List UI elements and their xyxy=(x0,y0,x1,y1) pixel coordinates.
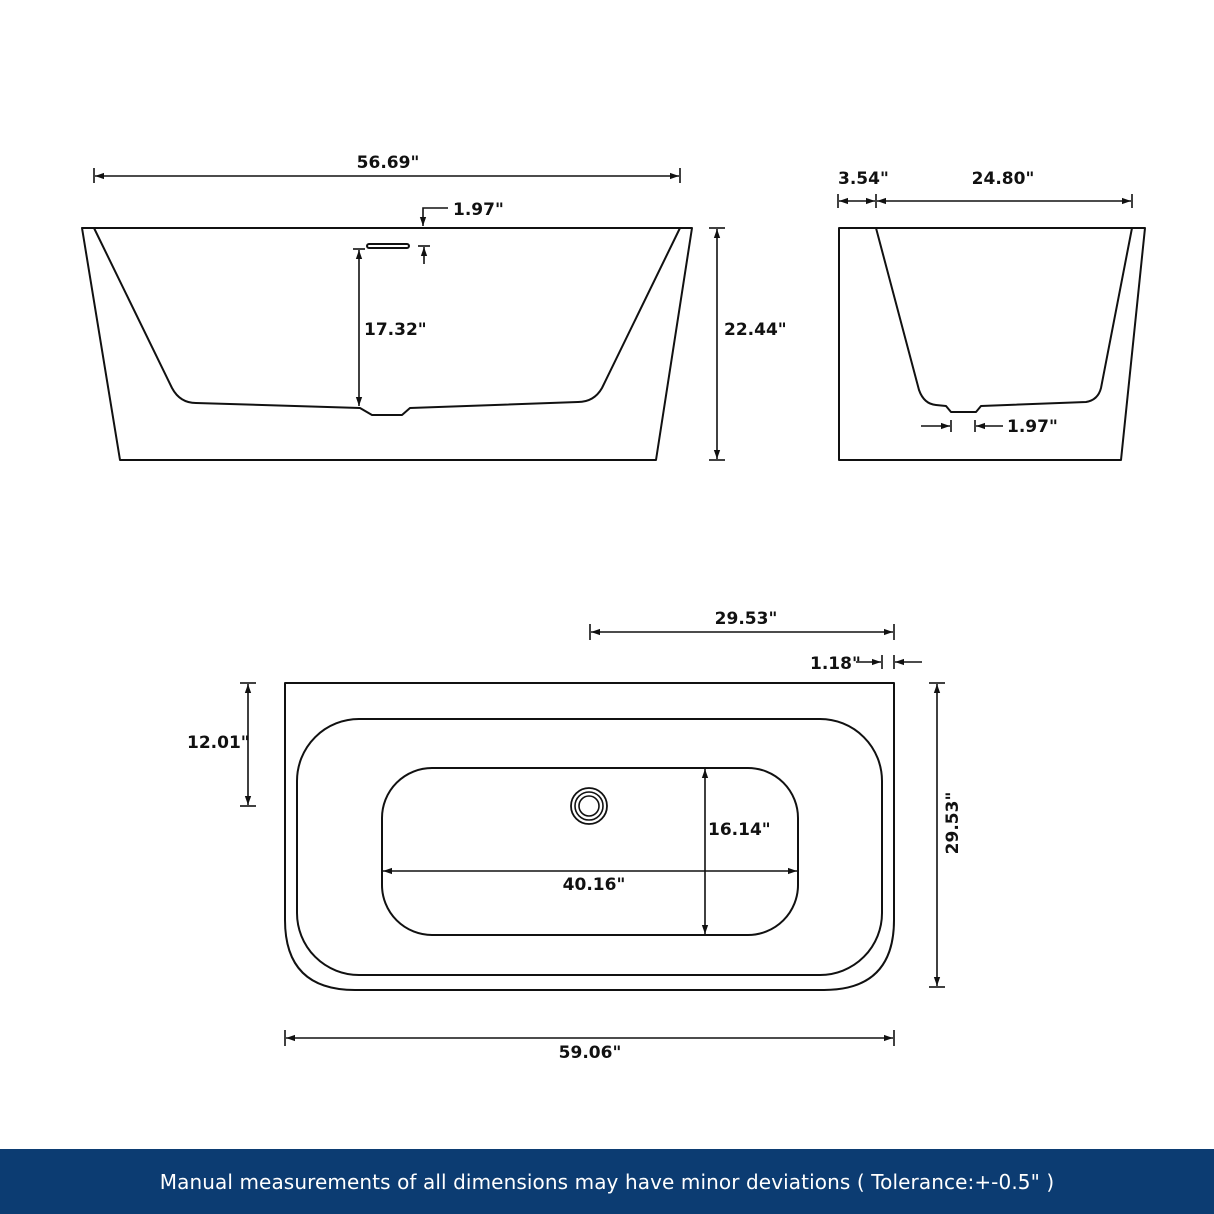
rim-offset-label: 3.54" xyxy=(838,169,889,189)
front-length-label: 56.69" xyxy=(357,153,420,173)
front-outer-shell xyxy=(81,227,693,461)
overall-length-label: 59.06" xyxy=(559,1043,622,1063)
side-outer-shell xyxy=(838,227,1146,461)
overall-height-label: 22.44" xyxy=(724,320,787,340)
drain-icon xyxy=(570,787,608,825)
overflow-slot xyxy=(366,243,410,249)
basin-width-label: 16.14" xyxy=(708,820,771,840)
side-inner-basin xyxy=(875,227,1133,413)
top-inner-rim xyxy=(296,718,883,976)
inner-width-label: 24.80" xyxy=(972,169,1035,189)
tolerance-banner: Manual measurements of all dimensions ma… xyxy=(0,1149,1214,1214)
drain-offset-label: 12.01" xyxy=(187,733,250,753)
inner-depth-label: 17.32" xyxy=(364,320,427,340)
top-basin xyxy=(381,767,799,936)
wall-thickness-label: 1.18" xyxy=(810,654,861,674)
top-view: 29.53" 1.18" 12.01" 29.53" 16.14" 40.16"… xyxy=(187,609,963,1063)
drain-to-edge-label: 29.53" xyxy=(715,609,778,629)
top-outer-rim xyxy=(284,682,895,991)
drain-width-label: 1.97" xyxy=(1007,417,1058,437)
tolerance-note: Manual measurements of all dimensions ma… xyxy=(159,1169,1055,1194)
bathtub-dimension-drawing: 56.69" 1.97" 17.32" 22.44" 3.54" 24.80" … xyxy=(81,153,1146,1063)
side-view: 3.54" 24.80" 1.97" xyxy=(837,169,1146,461)
overflow-height-label: 1.97" xyxy=(453,200,504,220)
front-inner-basin xyxy=(93,227,681,416)
front-view: 56.69" 1.97" 17.32" 22.44" xyxy=(81,153,787,461)
basin-length-label: 40.16" xyxy=(563,875,626,895)
overall-width-label: 29.53" xyxy=(943,792,963,855)
